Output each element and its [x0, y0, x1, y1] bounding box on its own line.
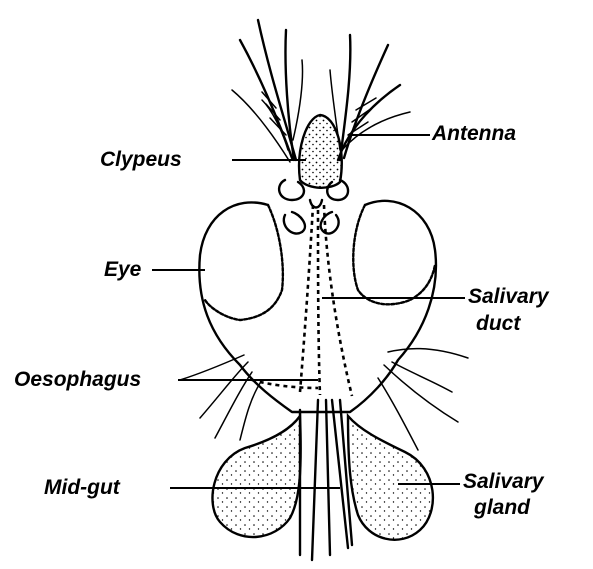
- internal-ducts: [252, 205, 352, 396]
- right-salivary-gland: [348, 416, 433, 540]
- label-salivary-gland-1: Salivary: [463, 470, 544, 494]
- label-antenna: Antenna: [432, 122, 516, 146]
- label-salivary-duct-1: Salivary: [468, 285, 549, 309]
- label-oesophagus: Oesophagus: [14, 368, 141, 392]
- label-mid-gut: Mid-gut: [44, 476, 120, 500]
- label-salivary-duct-2: duct: [476, 312, 520, 336]
- label-eye: Eye: [104, 258, 141, 282]
- left-antenna: [232, 20, 303, 162]
- leader-lines: [152, 135, 465, 488]
- right-antenna: [330, 35, 410, 160]
- bristles: [180, 349, 468, 450]
- left-eye: [205, 205, 283, 320]
- clypeus: [299, 115, 342, 188]
- mid-gut-tubes: [300, 400, 352, 560]
- label-salivary-gland-2: gland: [474, 496, 530, 520]
- left-salivary-gland: [212, 416, 300, 537]
- label-clypeus: Clypeus: [100, 148, 182, 172]
